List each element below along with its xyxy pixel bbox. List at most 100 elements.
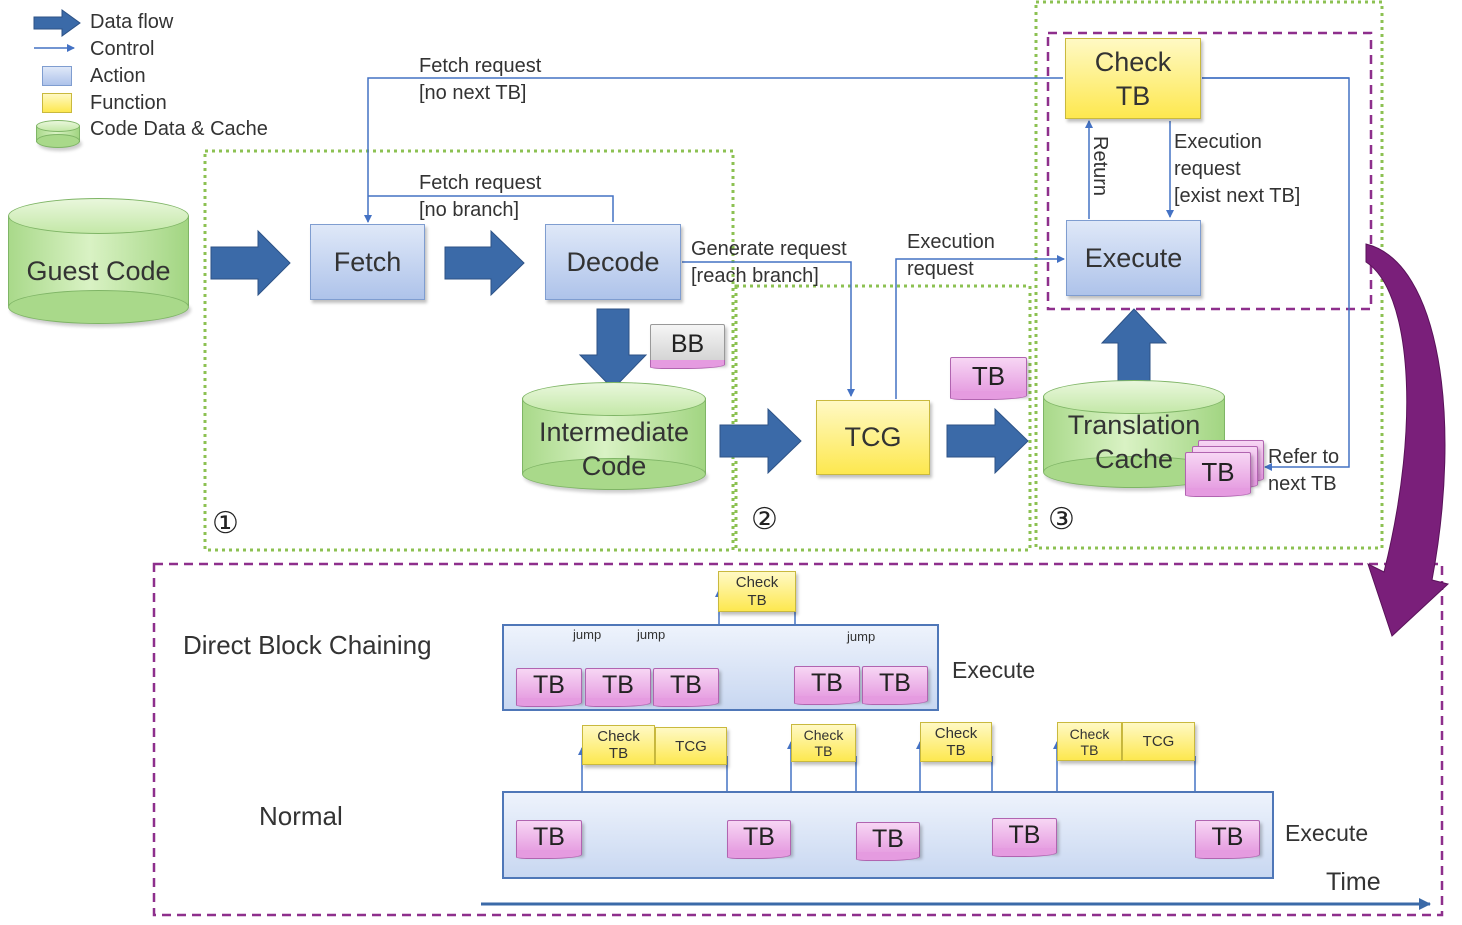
normal-check-tb-1-line2: TB: [608, 745, 629, 762]
dbc-check-tb-line1: Check: [735, 573, 779, 591]
execution-request-line2: request: [907, 258, 974, 280]
normal-check-tb-1-line1: Check: [597, 728, 640, 745]
region-1-number: ①: [212, 507, 239, 540]
normal-check-tb-3-line1: Check: [934, 725, 978, 742]
intermediate-code-line1: Intermediate: [538, 417, 690, 447]
dbc-tb-4: TB: [794, 666, 860, 705]
tb-generated-label: TB: [971, 360, 1006, 391]
fetch-request-no-next-tb-line2: [no next TB]: [419, 82, 527, 104]
control-fetch-no-branch: [368, 195, 614, 222]
legend-action-label: Action: [90, 65, 146, 87]
normal-tcg-1-label: TCG: [675, 737, 707, 755]
tcg-label: TCG: [844, 422, 902, 452]
execute-label: Execute: [1084, 242, 1183, 273]
execution-request-exist-line1: Execution: [1174, 131, 1262, 153]
dataflow-arrow-tcg-tc: [946, 407, 1029, 475]
normal-tb-1: TB: [516, 820, 582, 859]
region-2-number: ②: [751, 503, 778, 536]
fetch-request-no-next-tb-label: Fetch request [no next TB]: [419, 53, 541, 107]
normal-execute-label: Execute: [1285, 820, 1369, 846]
dbc-tb-5-label: TB: [879, 668, 911, 697]
bb-label: BB: [670, 329, 705, 358]
check-tb-line2: TB: [1115, 80, 1151, 111]
check-tb-line1: Check: [1094, 46, 1172, 77]
normal-check-tb-4-line1: Check: [1069, 725, 1110, 742]
timeline-border: [152, 562, 1444, 917]
dbc-tb-2: TB: [585, 668, 651, 707]
guest-code-cylinder: Guest Code: [8, 198, 189, 326]
normal-check-tb-3: Check TB: [920, 722, 992, 762]
dataflow-arrow-legend: [33, 9, 81, 37]
normal-tb-4: TB: [992, 818, 1057, 857]
dbc-tb-4-label: TB: [811, 668, 843, 697]
dataflow-arrow-ic-tcg: [719, 407, 802, 475]
tb-cache-label: TB: [1201, 456, 1235, 487]
legend-action-swatch: [42, 66, 72, 86]
fetch-request-no-next-tb-line1: Fetch request: [419, 55, 542, 77]
control-generate-request: [682, 261, 855, 397]
normal-tb-3-label: TB: [872, 824, 904, 853]
dbc-tb-1: TB: [516, 668, 582, 707]
decode-box: Decode: [545, 224, 681, 300]
generate-request-label: Generate request [reach branch]: [691, 236, 847, 290]
normal-tb-3: TB: [856, 822, 920, 861]
translation-cache-line2: Cache: [1094, 444, 1174, 474]
time-label: Time: [1326, 868, 1381, 896]
tb-document-generated: TB: [950, 357, 1027, 400]
dbc-tb-5: TB: [862, 666, 928, 705]
intermediate-code-line2: Code: [581, 451, 647, 481]
legend-cylinder-icon: [36, 120, 80, 148]
legend-function-label: Function: [90, 92, 167, 114]
normal-tb-5: TB: [1195, 820, 1260, 859]
control-execution-request: [895, 255, 1065, 399]
normal-tcg-2: TCG: [1122, 722, 1195, 761]
region-1-border: [203, 149, 735, 552]
generate-request-line2: [reach branch]: [691, 265, 819, 287]
dbc-check-tb-box: Check TB: [718, 571, 796, 612]
guest-code-label: Guest Code: [26, 256, 171, 286]
intermediate-code-cylinder: Intermediate Code: [522, 382, 706, 492]
dbc-tb-3-label: TB: [670, 670, 702, 699]
fetch-label: Fetch: [333, 246, 402, 277]
tb-stack-front: TB: [1185, 452, 1251, 497]
execution-request-exist-label: Execution request [exist next TB]: [1174, 129, 1300, 210]
refer-to-line2: next TB: [1268, 473, 1337, 495]
normal-tb-5-label: TB: [1211, 822, 1244, 851]
dataflow-arrow-fetch-decode: [444, 229, 525, 297]
normal-tcg-2-label: TCG: [1142, 733, 1175, 750]
execute-box: Execute: [1066, 220, 1201, 296]
execution-request-exist-line2: request: [1174, 158, 1241, 180]
fetch-request-no-branch-line2: [no branch]: [419, 199, 520, 221]
dbc-execute-label: Execute: [952, 657, 1036, 683]
legend-function-swatch: [42, 93, 72, 113]
legend-control-label: Control: [90, 38, 155, 60]
region-2-border: [734, 284, 1032, 552]
normal-check-tb-2: Check TB: [791, 724, 856, 762]
dataflow-arrow-tc-execute: [1100, 308, 1168, 390]
dbc-label: Direct Block Chaining: [183, 630, 432, 660]
normal-check-tb-1: Check TB: [582, 725, 655, 765]
region-3-number: ③: [1048, 503, 1075, 536]
normal-tcg-1: TCG: [655, 727, 727, 765]
decode-label: Decode: [566, 246, 660, 277]
purple-curved-arrow: [1365, 243, 1450, 637]
dbc-tb-2-label: TB: [602, 670, 634, 699]
dataflow-arrow-decode-ic: [578, 308, 648, 390]
normal-label: Normal: [259, 801, 343, 831]
legend-data-flow-label: Data flow: [90, 11, 174, 33]
dbc-tb-3: TB: [653, 668, 719, 707]
fetch-request-no-branch-line1: Fetch request: [419, 172, 542, 194]
bb-document: BB: [650, 324, 725, 369]
normal-tb-1-label: TB: [533, 822, 565, 851]
jump-label-2: jump: [637, 627, 666, 642]
refer-to-line1: Refer to: [1268, 446, 1340, 468]
translation-cache-line1: Translation: [1067, 410, 1201, 440]
normal-tb-2-label: TB: [743, 822, 775, 851]
dbc-check-tb-line2: TB: [747, 591, 767, 609]
dataflow-arrow-guest-fetch: [210, 229, 291, 297]
legend-code-data-label: Code Data & Cache: [90, 118, 268, 140]
normal-check-tb-4: Check TB: [1057, 722, 1122, 761]
execution-request-line1: Execution: [907, 231, 995, 253]
normal-tb-2: TB: [727, 820, 791, 859]
